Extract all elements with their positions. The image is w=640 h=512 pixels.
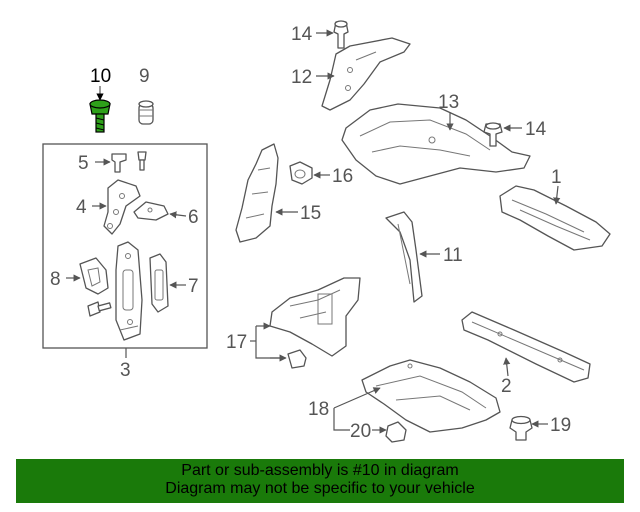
part-4-bracket[interactable]	[103, 179, 141, 235]
info-banner: Part or sub-assembly is #10 in diagram D…	[16, 459, 624, 503]
callout-7[interactable]: 7	[188, 276, 199, 297]
banner-line-1: Part or sub-assembly is #10 in diagram	[181, 462, 459, 479]
box-bolt[interactable]	[87, 301, 112, 317]
callout-20[interactable]: 20	[350, 421, 371, 442]
part-17-clip[interactable]	[287, 349, 307, 369]
callout-9[interactable]: 9	[139, 66, 150, 87]
callout-8[interactable]: 8	[50, 269, 61, 290]
part-13-cover[interactable]	[341, 103, 531, 185]
part-19-clip[interactable]	[509, 415, 533, 441]
part-support-column[interactable]	[115, 241, 143, 341]
part-7-strip[interactable]	[149, 253, 169, 313]
callout-16[interactable]: 16	[332, 166, 353, 187]
callout-5[interactable]: 5	[78, 153, 89, 174]
group-3-box	[42, 143, 208, 349]
callout-18[interactable]: 18	[308, 399, 329, 420]
leader-18	[333, 387, 381, 409]
part-12-bracket[interactable]	[321, 37, 411, 111]
part-8-bracket[interactable]	[79, 257, 109, 295]
callout-10[interactable]: 10	[90, 66, 111, 87]
callout-15[interactable]: 15	[300, 203, 321, 224]
callout-2[interactable]: 2	[501, 376, 512, 397]
part-14b-clip[interactable]	[483, 122, 503, 147]
callout-4[interactable]: 4	[76, 197, 87, 218]
part-16-clip[interactable]	[289, 161, 313, 185]
callout-6[interactable]: 6	[188, 207, 199, 228]
part-17-bracket[interactable]	[269, 277, 361, 357]
part-18-undercover[interactable]	[361, 359, 501, 433]
part-10-bolt[interactable]	[89, 99, 111, 133]
leader-1	[553, 185, 561, 205]
part-14a-clip[interactable]	[333, 20, 349, 49]
callout-14a[interactable]: 14	[291, 24, 313, 45]
part-6-plate[interactable]	[133, 201, 169, 221]
leader-17-bracket	[255, 326, 284, 359]
callout-1[interactable]: 1	[551, 167, 562, 188]
part-5-clip[interactable]	[111, 151, 147, 173]
part-9-grommet[interactable]	[138, 100, 154, 125]
banner-line-2: Diagram may not be specific to your vehi…	[165, 480, 475, 497]
callout-3[interactable]: 3	[120, 360, 131, 381]
leader-2	[503, 357, 511, 377]
part-20-clip[interactable]	[385, 421, 407, 443]
part-11-bar[interactable]	[385, 211, 423, 303]
callout-11[interactable]: 11	[443, 245, 463, 266]
part-15-duct[interactable]	[235, 143, 279, 243]
leader-18-bracket	[333, 408, 350, 431]
part-1-seal[interactable]	[499, 185, 611, 251]
part-2-bar[interactable]	[461, 311, 591, 383]
callout-17[interactable]: 17	[226, 332, 247, 353]
callout-19[interactable]: 19	[550, 415, 571, 436]
leader-6	[169, 211, 187, 219]
callout-13[interactable]: 13	[438, 92, 459, 113]
callout-12[interactable]: 12	[291, 67, 312, 88]
callout-14b[interactable]: 14	[525, 119, 547, 140]
